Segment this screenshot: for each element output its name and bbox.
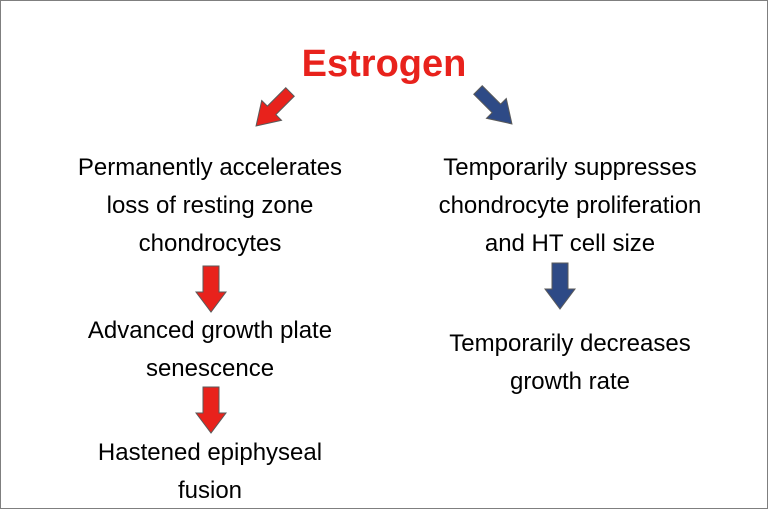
right-step-1: Temporarily suppresses chondrocyte proli… (438, 154, 702, 257)
left-step-3: Hastened epiphyseal fusion (97, 439, 323, 504)
right-step-2: Temporarily decreases growth rate (449, 330, 691, 395)
left-step-1: Permanently accelerates loss of resting … (77, 154, 343, 257)
diagram-title: Estrogen (301, 43, 467, 85)
left-step-2: Advanced growth plate senescence (87, 317, 333, 382)
